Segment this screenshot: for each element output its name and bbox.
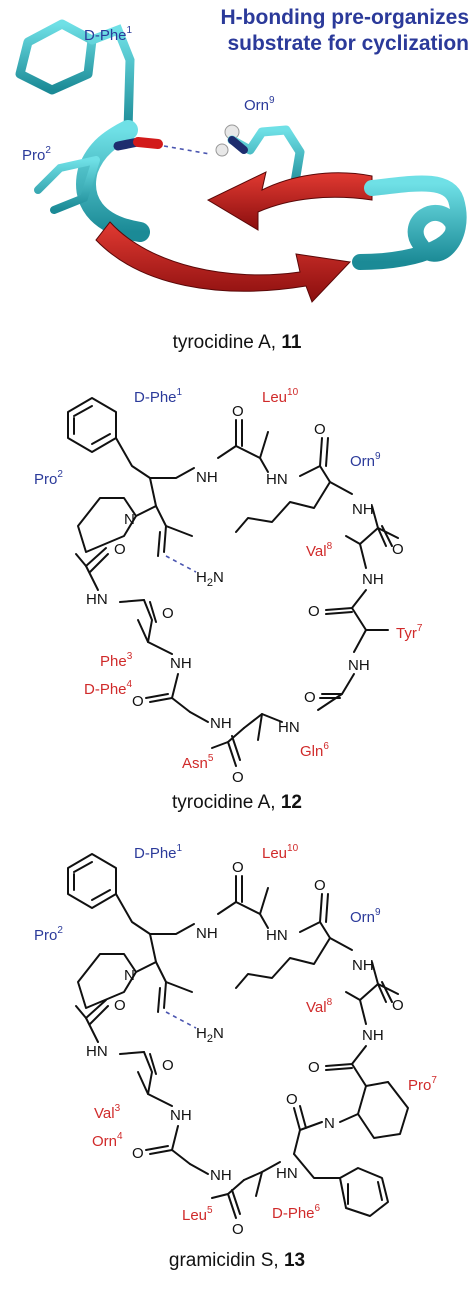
svg-text:HN: HN: [266, 927, 288, 944]
orn-side-chain: [215, 124, 305, 193]
gramicidin-structure: NH O HN O NH O NH O N O HN NH O O NH O H…: [34, 843, 437, 1238]
svg-text:NH: NH: [210, 1167, 232, 1184]
svg-text:HN: HN: [86, 591, 108, 608]
res-pro7: Pro7: [408, 1075, 437, 1094]
svg-text:O: O: [308, 603, 320, 620]
model-panel: H-bonding pre-organizes substrate for cy…: [0, 0, 474, 353]
svg-text:N: N: [324, 1115, 335, 1132]
svg-text:NH: NH: [170, 655, 192, 672]
svg-text:HN: HN: [266, 471, 288, 488]
svg-text:O: O: [114, 997, 126, 1014]
res-gln6: Gln6: [300, 741, 329, 760]
svg-text:O: O: [392, 997, 404, 1014]
svg-text:NH: NH: [196, 469, 218, 486]
svg-text:NH: NH: [362, 1027, 384, 1044]
svg-text:O: O: [232, 859, 244, 876]
svg-text:O: O: [132, 693, 144, 710]
svg-text:NH: NH: [170, 1107, 192, 1124]
res-leu10: Leu10: [262, 843, 299, 862]
h-bond-dashes: [165, 1011, 197, 1029]
phenyl-ring-stick: [15, 19, 135, 135]
svg-text:O: O: [304, 689, 316, 706]
svg-text:NH: NH: [196, 925, 218, 942]
res-pro2: Pro2: [34, 469, 63, 488]
res-pro2: Pro2: [34, 925, 63, 944]
beta-strand-bottom: [95, 221, 352, 303]
caption-12: tyrocidine A, 12: [172, 792, 302, 813]
svg-text:O: O: [392, 541, 404, 558]
res-dphe6: D-Phe6: [272, 1203, 321, 1222]
res-tyr7: Tyr7: [396, 623, 423, 642]
svg-text:HN: HN: [278, 719, 300, 736]
h-bond-dashes: [163, 145, 211, 155]
svg-text:O: O: [232, 1221, 244, 1238]
svg-text:NH: NH: [352, 501, 374, 518]
header-line-2: substrate for cyclization: [227, 32, 469, 55]
res-leu5: Leu5: [182, 1205, 213, 1224]
bond-skeleton: [67, 853, 409, 1219]
res-orn9: Orn9: [350, 907, 381, 926]
header-line-1: H-bonding pre-organizes: [221, 6, 470, 29]
svg-text:O: O: [314, 877, 326, 894]
res-orn9: Orn9: [350, 451, 381, 470]
svg-text:NH: NH: [362, 571, 384, 588]
svg-text:NH: NH: [352, 957, 374, 974]
svg-text:N: N: [124, 511, 135, 528]
svg-text:O: O: [232, 769, 244, 786]
res-dphe1: D-Phe1: [134, 843, 183, 862]
h-bond-dashes: [165, 555, 197, 573]
res-orn4: Orn4: [92, 1131, 123, 1150]
svg-text:NH: NH: [348, 657, 370, 674]
res-phe3: Phe3: [100, 651, 133, 670]
caption-13: gramicidin S, 13: [168, 1250, 306, 1271]
res-val3: Val3: [94, 1103, 121, 1122]
backbone-tube-right: [352, 175, 467, 270]
svg-text:O: O: [286, 1091, 298, 1108]
res-dphe4: D-Phe4: [84, 679, 133, 698]
tyrocidine-structure: NH O HN O NH O NH O NH O HN NH O O NH O …: [34, 387, 423, 786]
structure-12-panel: NH O HN O NH O NH O NH O HN NH O O NH O …: [0, 376, 474, 836]
model-label-orn9: Orn9: [244, 95, 275, 114]
svg-text:H2N: H2N: [196, 569, 224, 589]
svg-text:HN: HN: [276, 1165, 298, 1182]
svg-text:O: O: [132, 1145, 144, 1162]
structure-13-panel: NH O HN O NH O NH O N O HN NH O O NH O H…: [0, 832, 474, 1292]
beta-strand-top: [206, 171, 373, 231]
svg-text:O: O: [314, 421, 326, 438]
res-leu10: Leu10: [262, 387, 299, 406]
tyrocidine-3d-model: H-bonding pre-organizes substrate for cy…: [15, 6, 470, 303]
svg-text:O: O: [232, 403, 244, 420]
svg-text:H2N: H2N: [196, 1025, 224, 1045]
svg-text:O: O: [162, 1057, 174, 1074]
res-val8: Val8: [306, 541, 333, 560]
svg-text:N: N: [124, 967, 135, 984]
model-label-dphe1: D-Phe1: [84, 25, 133, 44]
res-dphe1: D-Phe1: [134, 387, 183, 406]
svg-text:HN: HN: [86, 1043, 108, 1060]
atom-labels: NH O HN O NH O NH O NH O HN NH O O NH O …: [86, 403, 404, 786]
bond-skeleton: [67, 397, 399, 767]
res-val8: Val8: [306, 997, 333, 1016]
pro-side-chain: [34, 156, 100, 214]
model-label-pro2: Pro2: [22, 145, 51, 164]
svg-text:O: O: [114, 541, 126, 558]
res-asn5: Asn5: [182, 753, 214, 772]
svg-text:O: O: [162, 605, 174, 622]
svg-text:O: O: [308, 1059, 320, 1076]
svg-text:NH: NH: [210, 715, 232, 732]
atom-labels: NH O HN O NH O NH O N O HN NH O O NH O H…: [86, 859, 404, 1238]
caption-11: tyrocidine A, 11: [172, 332, 302, 353]
